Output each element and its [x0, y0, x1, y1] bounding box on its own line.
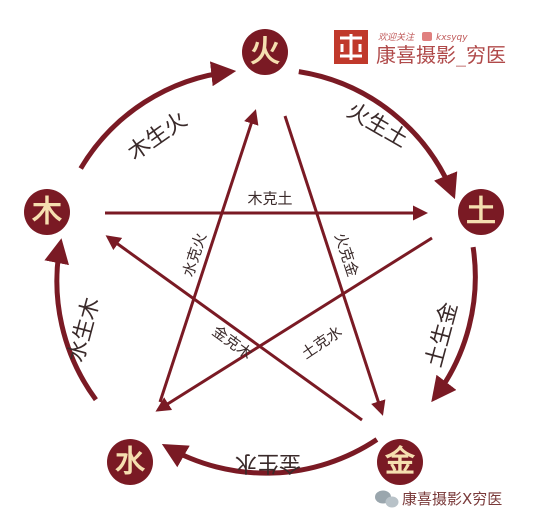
label-water-generates-wood: 水生木 — [64, 295, 105, 365]
label-earth-controls-water: 土克水 — [298, 323, 345, 363]
node-fire: 火 — [242, 29, 288, 75]
arrow-fire-controls-metal — [283, 115, 386, 416]
arrow-earth-to-metal — [431, 246, 478, 403]
label-wood-controls-earth: 木克土 — [247, 190, 292, 208]
node-fire-label: 火 — [250, 35, 280, 70]
watermark-text: 康喜摄影X穷医 — [402, 490, 502, 508]
label-metal-generates-water: 金生水 — [235, 450, 301, 475]
arrow-fire-to-earth — [298, 69, 458, 200]
node-wood: 木 — [24, 189, 70, 235]
arrow-water-controls-fire — [158, 109, 259, 403]
node-earth: 土 — [458, 189, 504, 235]
node-metal: 金 — [377, 439, 423, 485]
arrow-earth-controls-water — [155, 236, 433, 412]
arrow-wood-to-fire — [78, 61, 237, 170]
arrow-metal-controls-wood — [105, 235, 363, 422]
generating-cycle — [44, 61, 478, 476]
arrow-water-to-wood — [44, 238, 98, 402]
label-water-controls-fire: 水克火 — [179, 231, 210, 279]
brand-handle: kxsyqy — [436, 33, 468, 43]
controlling-cycle — [105, 109, 433, 422]
node-earth-label: 土 — [466, 195, 496, 230]
node-water-label: 水 — [115, 445, 146, 480]
brand-tagline: 欢迎关注 — [378, 32, 415, 43]
node-metal-label: 金 — [384, 445, 416, 480]
arrow-metal-to-water — [161, 437, 379, 476]
brand-emblem-icon — [340, 34, 362, 60]
watermark: 康喜摄影X穷医 — [375, 490, 502, 508]
node-water: 水 — [107, 439, 153, 485]
brand-name: 康喜摄影_穷医 — [376, 43, 506, 67]
label-fire-generates-earth: 火生土 — [342, 98, 412, 153]
heart-icon — [422, 32, 432, 41]
label-wood-generates-fire: 木生火 — [124, 107, 192, 165]
node-wood-label: 木 — [31, 195, 62, 230]
brand-logo: 欢迎关注 kxsyqy 康喜摄影_穷医 — [334, 30, 506, 67]
wechat-icon — [375, 490, 399, 508]
